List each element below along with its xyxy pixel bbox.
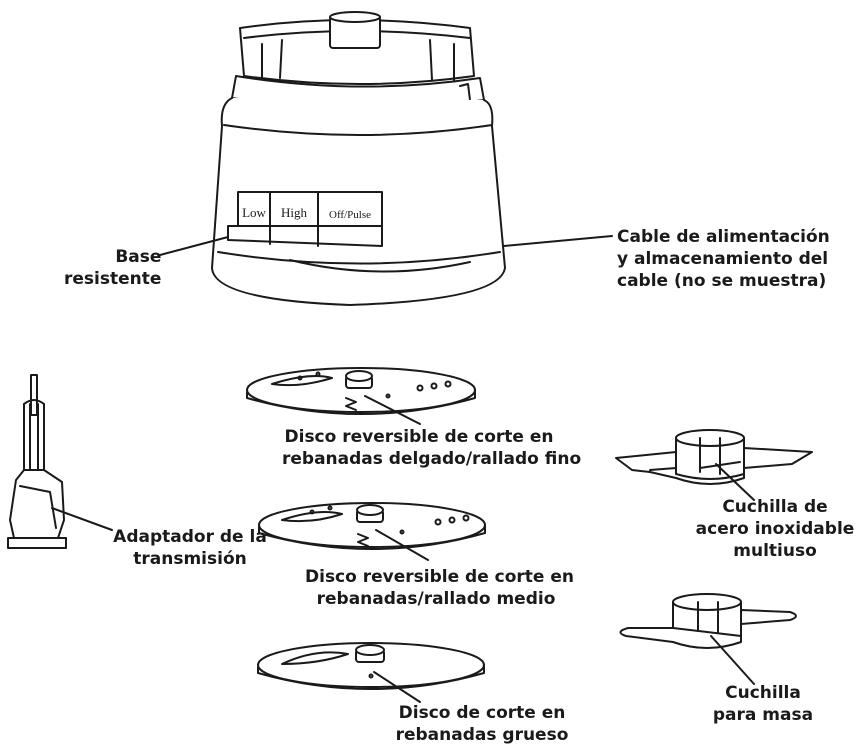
low-button: Low: [242, 205, 266, 220]
dough-blade-leader: [710, 635, 755, 685]
disc-medium: [258, 502, 486, 550]
drive-adapter: [7, 374, 67, 549]
dough-blade: [619, 593, 797, 649]
base-leader: [159, 236, 229, 256]
disc-thick-leader: [373, 671, 421, 703]
dough-blade-label: Cuchilla para masa: [712, 683, 814, 725]
disc-medium-label: Disco reversible de corte en rebanadas/r…: [305, 567, 574, 609]
disc-thin-leader: [364, 395, 421, 425]
cable-leader: [503, 235, 613, 247]
disc-medium-leader: [375, 529, 429, 561]
motor-base: Low High Off/Pulse: [211, 11, 506, 306]
multipurpose-blade: [615, 429, 813, 485]
disc-thin-label: Disco reversible de corte en rebanadas d…: [282, 427, 582, 469]
disc-thick: [257, 642, 485, 690]
disc-thick-label: Disco de corte en rebanadas grueso: [395, 703, 569, 745]
base-label: Base resistente: [64, 247, 162, 289]
disc-thin: [246, 367, 476, 415]
multipurpose-blade-leader: [715, 463, 755, 501]
high-button: High: [281, 205, 308, 220]
adapter-label: Adaptador de la transmisión: [113, 527, 267, 569]
off-pulse-button: Off/Pulse: [329, 209, 371, 221]
multipurpose-blade-label: Cuchilla de acero inoxidable multiuso: [695, 497, 855, 561]
adapter-leader: [51, 507, 113, 531]
control-panel: Low High Off/Pulse: [227, 191, 383, 247]
cable-label: Cable de alimentación y almacenamiento d…: [617, 227, 830, 291]
